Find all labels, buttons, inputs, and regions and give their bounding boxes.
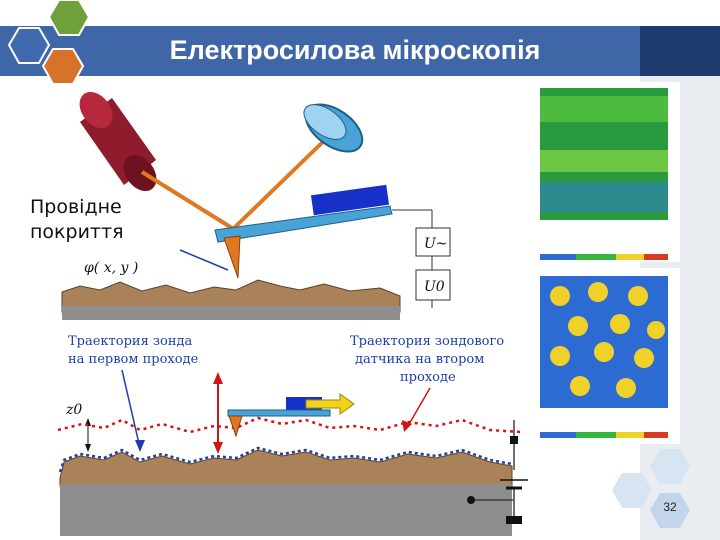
coating-label: Провідне покриття xyxy=(30,196,124,243)
dc-voltage-label: U0 xyxy=(424,279,445,295)
page-number: 32 xyxy=(663,500,677,514)
laser-beam-incident xyxy=(140,170,234,230)
ac-voltage-label: U~ xyxy=(424,236,448,252)
cantilever xyxy=(214,205,393,243)
coating-pointer xyxy=(179,249,229,271)
afm-potential-image xyxy=(520,268,680,444)
second-pass-arrow xyxy=(407,387,431,427)
ground-terminal-bottom xyxy=(506,516,522,524)
probe-holder xyxy=(310,184,390,216)
hexagon-logo xyxy=(7,0,91,85)
green-hexagon xyxy=(47,0,91,36)
ground-terminal-top xyxy=(510,436,518,444)
laser-source xyxy=(79,91,157,192)
slide-title: Електросилова мікроскопія xyxy=(169,35,541,65)
deco-hexagon-3 xyxy=(650,493,690,528)
laser-beam-reflected xyxy=(232,133,332,230)
probe-tip xyxy=(223,235,241,279)
potential-label: φ( x, y ) xyxy=(84,260,138,276)
second-pass-trajectory xyxy=(57,416,521,434)
top-sample-substrate xyxy=(62,306,400,320)
top-sample-surface xyxy=(61,279,401,313)
lower-probe-tip xyxy=(228,415,243,438)
title-bar xyxy=(0,26,640,76)
deco-hexagon-1 xyxy=(650,449,690,484)
afm-topography-image xyxy=(520,82,680,262)
first-pass-arrow xyxy=(121,369,141,449)
bottom-sample-surface xyxy=(59,449,513,487)
dc-voltage-box xyxy=(415,269,451,301)
scan-direction-arrow xyxy=(305,393,355,415)
ac-voltage-box xyxy=(415,227,451,257)
z0-label: z0 xyxy=(65,402,82,418)
lower-cantilever xyxy=(227,409,331,417)
orange-hexagon xyxy=(41,48,85,85)
second-pass-annotation: Траектория зондового датчика на втором п… xyxy=(350,334,508,385)
bottom-sample-substrate xyxy=(60,484,512,536)
first-pass-annotation: Траектория зонда на первом проходе xyxy=(68,334,199,367)
photodetector xyxy=(303,103,364,153)
first-pass-trajectory xyxy=(58,446,513,473)
title-bar-accent xyxy=(640,26,720,76)
blue-hexagon xyxy=(7,27,51,64)
deco-hexagon-2 xyxy=(612,473,652,508)
